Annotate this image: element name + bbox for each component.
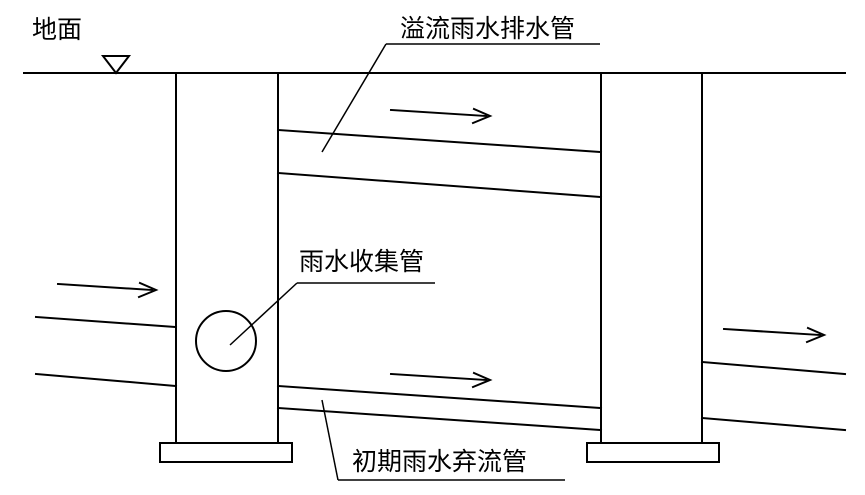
flow-arrow-overflow [389,107,493,125]
overflow-pipe [276,128,603,199]
inlet-pipe [34,315,178,388]
overflow-pipe-label: 溢流雨水排水管 [400,14,575,43]
ground-level-marker-icon [100,55,132,75]
ground-label: 地面 [32,15,82,44]
flow-arrow-outlet [722,326,827,344]
right-shaft [586,72,720,463]
right-shaft-footing [586,442,720,463]
flow-arrow-inlet [56,281,159,299]
collection-pipe-section [195,310,257,372]
first-flush-pipe [276,384,603,432]
overflow-pipe-leader [321,43,387,153]
collection-pipe-label: 雨水收集管 [299,247,424,276]
first-flush-pipe-leader [321,399,339,481]
left-shaft [159,72,293,463]
collection-pipe-leader [229,282,298,346]
outlet-pipe [700,360,847,432]
left-shaft-footing [159,442,293,463]
flow-arrow-first-flush [389,371,493,389]
first-flush-pipe-label: 初期雨水弃流管 [352,447,527,476]
